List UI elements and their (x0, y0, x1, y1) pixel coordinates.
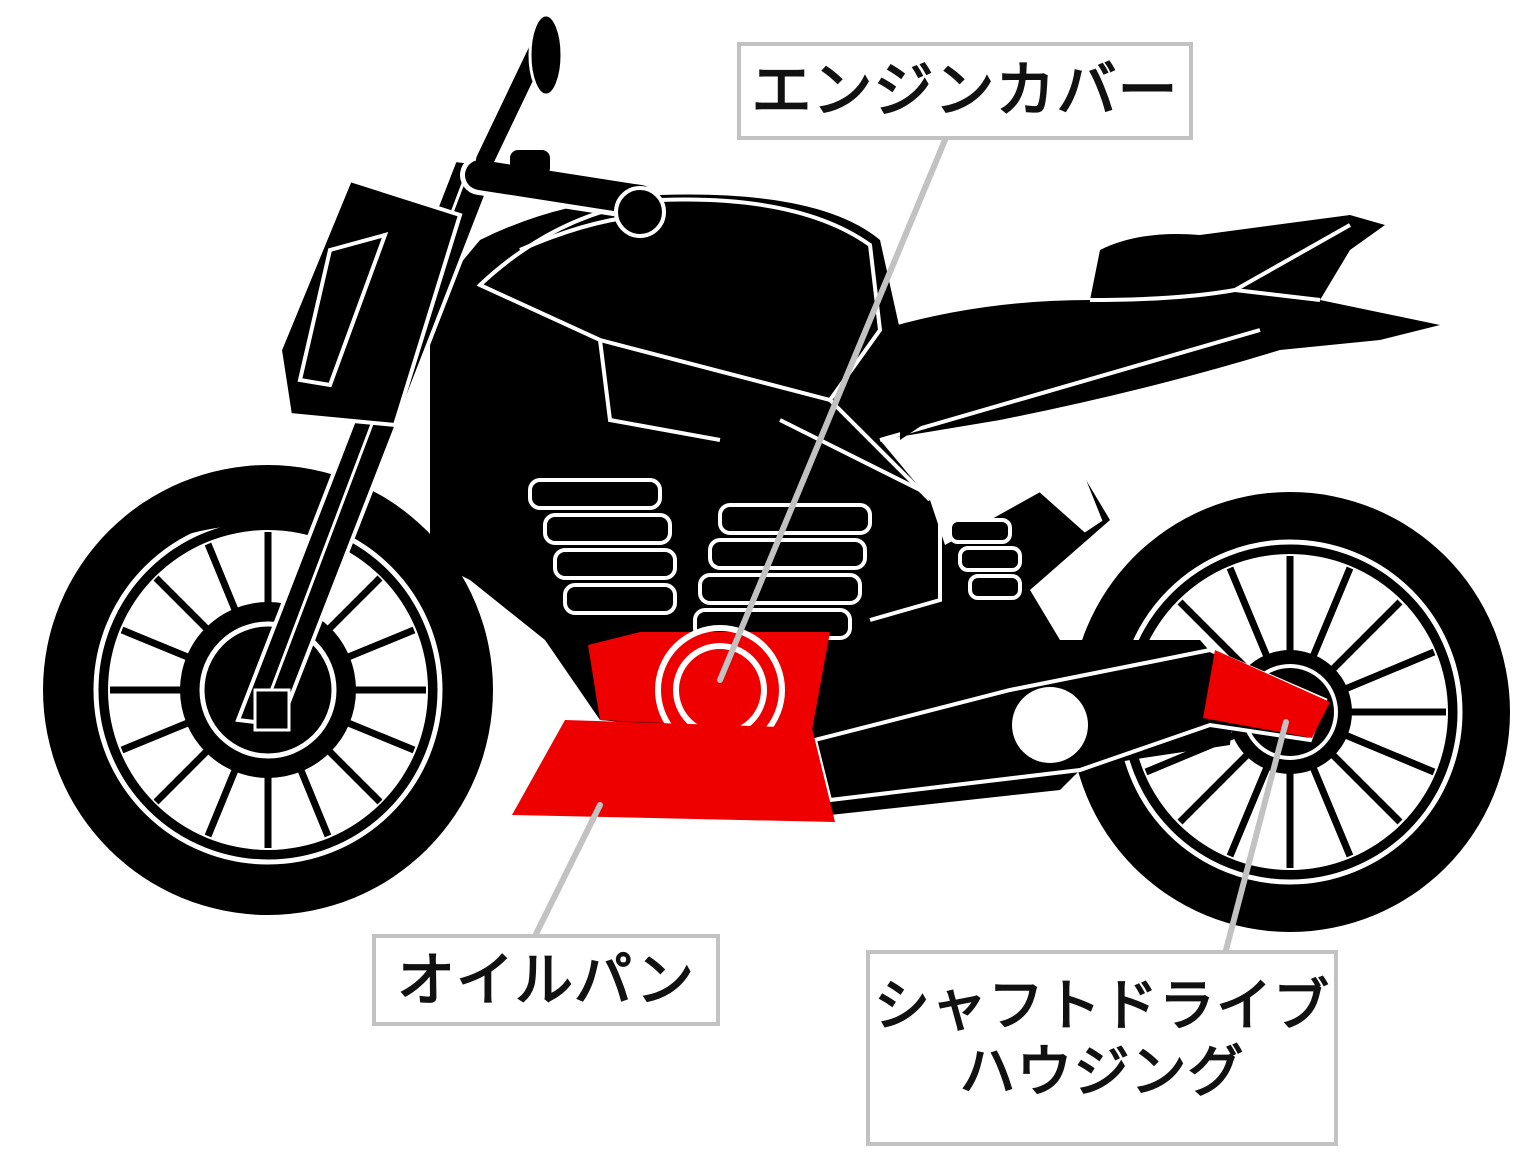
rear-shock (948, 467, 1103, 600)
engine-fins (528, 478, 872, 640)
label-shaft-line2: ハウジング (959, 1040, 1245, 1105)
engine-cover-part (588, 625, 830, 755)
label-oil-pan: オイルパン (372, 934, 720, 1026)
leader-lines (533, 137, 1289, 953)
front-fender (155, 496, 362, 540)
label-shaft-line1: シャフトドライブ (874, 974, 1330, 1039)
label-shaft-drive-housing: シャフトドライブ ハウジング (866, 950, 1338, 1146)
label-engine-cover: エンジンカバー (737, 42, 1193, 140)
handlebar (460, 13, 666, 238)
seat-tail (880, 215, 1440, 440)
shaft-drive-housing-part (1203, 650, 1330, 738)
oil-pan-part (512, 720, 835, 822)
